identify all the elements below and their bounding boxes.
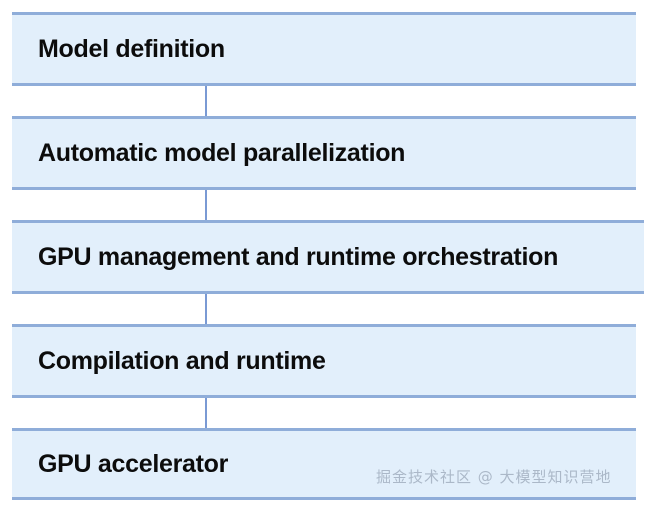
- layer-box-gpu-management-and-runtime-orchestration[interactable]: GPU management and runtime orchestration: [12, 220, 644, 294]
- layer-box-model-definition[interactable]: Model definition: [12, 12, 636, 86]
- layer-label-gpu-management-and-runtime-orchestration: GPU management and runtime orchestration: [38, 242, 559, 271]
- layer-label-model-definition: Model definition: [38, 34, 225, 63]
- connector-line-1-2: [205, 86, 207, 117]
- layer-box-compilation-and-runtime[interactable]: Compilation and runtime: [12, 324, 636, 398]
- layer-label-automatic-model-parallelization: Automatic model parallelization: [38, 138, 406, 167]
- watermark-text: 掘金技术社区 @ 大模型知识营地: [376, 468, 612, 486]
- connector-line-4-5: [205, 398, 207, 429]
- layer-box-gpu-accelerator[interactable]: GPU accelerator: [12, 428, 636, 500]
- connector-line-2-3: [205, 190, 207, 221]
- layer-label-compilation-and-runtime: Compilation and runtime: [38, 346, 326, 375]
- layer-label-gpu-accelerator: GPU accelerator: [38, 449, 229, 478]
- layer-box-automatic-model-parallelization[interactable]: Automatic model parallelization: [12, 116, 636, 190]
- connector-line-3-4: [205, 294, 207, 325]
